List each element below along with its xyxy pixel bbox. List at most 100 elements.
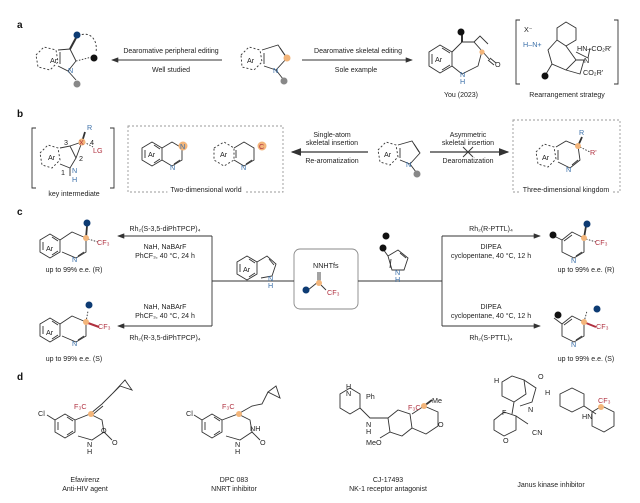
c-tr-cf3: CF₃: [595, 238, 608, 247]
d-efa-n: N: [87, 440, 93, 449]
d-efa-o2: O: [112, 438, 118, 447]
d-drug-name-2: CJ-17493: [372, 477, 404, 484]
c-bl-n: N: [72, 339, 78, 348]
d-drug-desc-1: NNRT inhibitor: [211, 486, 257, 493]
bracket-right-b: [110, 127, 115, 189]
c-indole-ar: Ar: [243, 265, 251, 274]
d-dpc-cl: Cl: [186, 409, 193, 418]
d-dpc-h: H: [235, 447, 241, 456]
d-efa-o1: O: [101, 426, 107, 435]
n-substituent-dot: [73, 80, 81, 88]
b-ar: Ar: [48, 153, 56, 162]
b-left-bottom: Re-aromatization: [305, 158, 359, 165]
a-peripheral-product: [35, 33, 97, 81]
n-insertion-highlight: [178, 141, 188, 151]
d-cj-me: Me: [432, 396, 442, 405]
rearrangement-intermediate: [545, 21, 591, 75]
a-rearr-n: N: [584, 56, 590, 65]
c-pyrrole-n: N: [395, 268, 401, 277]
d-jak-o2: O: [503, 436, 509, 445]
c-bl-cond1: NaH, NaBArF: [143, 304, 187, 311]
product-top-right: [553, 225, 597, 259]
b-pyr-ar: Ar: [220, 150, 228, 159]
d-jak-o: O: [538, 372, 544, 381]
d-dpc-f3c: F₃C: [222, 402, 235, 411]
jak-inhibitor-structure: [493, 375, 615, 437]
b-left-top1: Single-atom: [313, 132, 351, 139]
b-3d-rprime: R': [590, 148, 597, 157]
navy-substituent-dot: [73, 31, 81, 39]
a-arrow-right-bottom: Sole example: [334, 67, 378, 74]
b-left-top2: skeletal insertion: [305, 140, 359, 147]
d-cj-o: O: [438, 420, 444, 429]
a-rearr-label: Rearrangement strategy: [529, 92, 605, 99]
d-dpc-nh: NH: [250, 424, 261, 433]
carbon-highlight: [479, 49, 485, 55]
d-cj-f3c: F₃C: [408, 403, 421, 412]
d-cj-meo: MeO: [366, 438, 382, 447]
c-tr-cond1: DIPEA: [480, 244, 502, 251]
stereocenter-highlight: [575, 143, 581, 149]
b-pos2: 2: [79, 154, 83, 163]
d-jak-n: N: [528, 405, 534, 414]
b-3d-ar: Ar: [542, 153, 550, 162]
c-br-cond1: DIPEA: [480, 304, 502, 311]
c-br-cf3: CF₃: [596, 322, 609, 331]
product-top-left: [39, 225, 99, 259]
c-indole: [236, 255, 277, 281]
c-reagent-cf3: CF₃: [327, 288, 340, 297]
a-arrow-left-top: Dearomative peripheral editing: [123, 48, 219, 55]
b-right-top1: Asymmetric: [449, 132, 487, 139]
c-bl-ee: up to 99% e.e. (S): [45, 356, 103, 363]
d-jak-hn: HN: [582, 412, 593, 421]
bracket-left: [515, 19, 520, 85]
reagent-carbene-highlight: [316, 280, 322, 286]
panel-label-d: d: [17, 372, 24, 383]
product-bottom-left: [39, 310, 100, 343]
n-substituent-dot: [280, 77, 288, 85]
d-jak-cf3: CF₃: [598, 396, 611, 405]
reagent-navy-dot: [302, 286, 310, 294]
n-substituent-dot: [413, 170, 421, 178]
c-pyrrole-h: H: [395, 275, 401, 284]
a-you-h: H: [460, 77, 466, 86]
c-bl-cf3: CF₃: [98, 322, 111, 331]
d-jak-f: F: [502, 408, 507, 417]
three-dimensional-box: [512, 119, 621, 193]
b-lg: LG: [93, 146, 103, 155]
a-you-nh: N: [460, 70, 466, 79]
a-you-o: O: [495, 60, 501, 69]
b-quin-n: N: [180, 142, 186, 151]
c-tl-n: N: [72, 255, 78, 264]
cj17493-structure: [339, 387, 439, 439]
c2-highlight: [283, 54, 291, 62]
c-tl-cond2: PhCF₃, 40 °C, 24 h: [135, 253, 195, 260]
b-nh: N: [72, 166, 78, 175]
d-drug-name-0: Efavirenz: [70, 477, 100, 484]
d-drug-name-3: Janus kinase inhibitor: [517, 482, 585, 489]
you-2023-product: [428, 33, 497, 75]
b-pyr-n: N: [241, 163, 247, 172]
b-pyr-c: C: [259, 142, 265, 151]
two-dimensional-box: [127, 125, 284, 193]
product-bottom-right: [553, 310, 597, 343]
d-drug-name-1: DPC 083: [219, 477, 249, 484]
a-center-n: N: [273, 66, 279, 75]
a-left-n: N: [68, 66, 74, 75]
c-bl-cond2: PhCF₃, 40 °C, 24 h: [135, 313, 195, 320]
a-arrow-left-bottom: Well studied: [151, 67, 191, 74]
bracket-right: [614, 19, 619, 85]
d-dpc-o: O: [260, 438, 266, 447]
a-left-ar: Ar: [50, 56, 58, 65]
a-center-ar: Ar: [247, 56, 255, 65]
b-3d-n: N: [566, 165, 572, 174]
b-r: R: [87, 123, 93, 132]
c-tl-catalyst: Rh₂(S-3,5-diPhTPCP)₄: [129, 226, 201, 233]
c-indole-h: H: [268, 281, 274, 290]
black-substituent-dot: [541, 72, 549, 80]
panel-label-a: a: [17, 20, 23, 31]
d-cj-h: H: [346, 382, 352, 391]
a-you-label: You (2023): [444, 92, 478, 99]
d-jak-nh2: H: [545, 388, 551, 397]
